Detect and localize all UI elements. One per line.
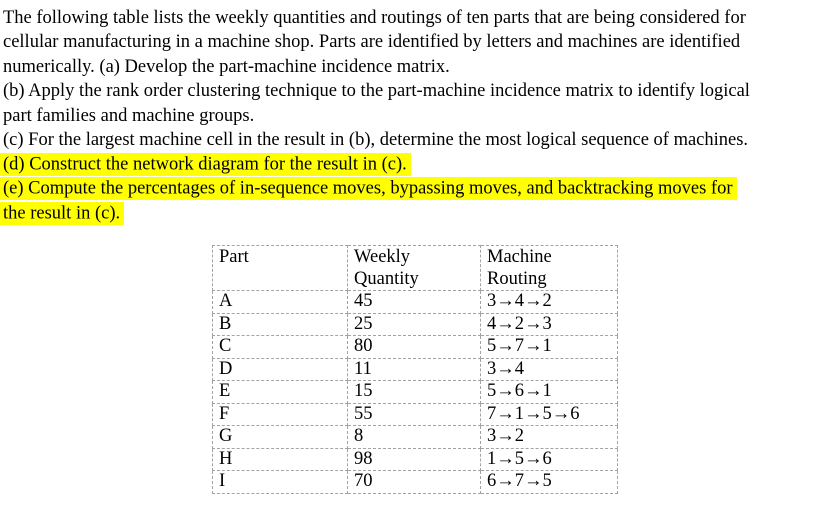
cell-machine-routing: 5→7→1 [480, 335, 618, 359]
table-header-row: Part Weekly Quantity Machine Routing [212, 245, 618, 291]
cell-machine-routing: 6→7→5 [480, 470, 618, 494]
cell-part: B [212, 312, 348, 336]
text-line: The following table lists the weekly qua… [3, 6, 750, 30]
column-header-line: Routing [487, 269, 547, 289]
column-header-weekly-quantity: Weekly Quantity [347, 245, 481, 291]
cell-weekly-quantity: 55 [347, 402, 481, 426]
text: part families and machine groups. [3, 105, 255, 126]
cell-weekly-quantity: 80 [347, 335, 481, 359]
cell-part: A [212, 290, 348, 314]
text-line: the result in (c). [0, 201, 750, 225]
highlighted-text: (e) Compute the percentages of in-sequen… [0, 177, 737, 201]
highlighted-text: (d) Construct the network diagram for th… [0, 152, 411, 177]
text-line: (e) Compute the percentages of in-sequen… [0, 177, 750, 201]
cell-weekly-quantity: 25 [347, 312, 481, 336]
cell-machine-routing: 5→6→1 [480, 380, 618, 404]
text-line: (d) Construct the network diagram for th… [0, 152, 750, 177]
cell-machine-routing: 3→4 [480, 357, 618, 381]
cell-part: C [212, 335, 348, 359]
cell-machine-routing: 3→2 [480, 425, 618, 449]
cell-part: G [212, 425, 348, 449]
cell-part: D [212, 357, 348, 381]
column-header-line: Weekly [354, 247, 411, 267]
text: The following table lists the weekly qua… [3, 8, 746, 28]
text-line: part families and machine groups. [3, 104, 750, 128]
column-header-part: Part [212, 245, 348, 291]
highlighted-text: the result in (c). [0, 201, 125, 225]
text: (b) Apply the rank order clustering tech… [3, 81, 750, 102]
cell-machine-routing: 1→5→6 [480, 447, 618, 471]
cell-part: I [212, 470, 348, 494]
text: (c) For the largest machine cell in the … [3, 130, 749, 151]
cell-weekly-quantity: 98 [347, 447, 481, 471]
column-header-machine-routing: Machine Routing [480, 245, 618, 291]
column-header-line: Part [219, 247, 249, 267]
cell-machine-routing: 4→2→3 [480, 312, 618, 336]
cell-weekly-quantity: 15 [347, 380, 481, 404]
column-header-line: Machine [487, 247, 552, 267]
cell-part: E [212, 380, 348, 404]
text-line: (c) For the largest machine cell in the … [3, 128, 750, 152]
cell-weekly-quantity: 8 [347, 425, 481, 449]
cell-part: H [212, 447, 348, 471]
cell-weekly-quantity: 11 [347, 357, 481, 381]
cell-weekly-quantity: 70 [347, 470, 481, 494]
text-line: cellular manufacturing in a machine shop… [3, 30, 750, 54]
text-line: (b) Apply the rank order clustering tech… [3, 79, 750, 103]
problem-statement: The following table lists the weekly qua… [0, 6, 750, 226]
cell-machine-routing: 7→1→5→6 [480, 402, 618, 426]
text: numerically. (a) Develop the part-machin… [3, 56, 450, 77]
text-line: numerically. (a) Develop the part-machin… [3, 55, 750, 79]
cell-part: F [212, 402, 348, 426]
column-header-line: Quantity [354, 269, 419, 289]
text: cellular manufacturing in a machine shop… [3, 32, 741, 53]
cell-machine-routing: 3→4→2 [480, 290, 618, 314]
cell-weekly-quantity: 45 [347, 290, 481, 314]
